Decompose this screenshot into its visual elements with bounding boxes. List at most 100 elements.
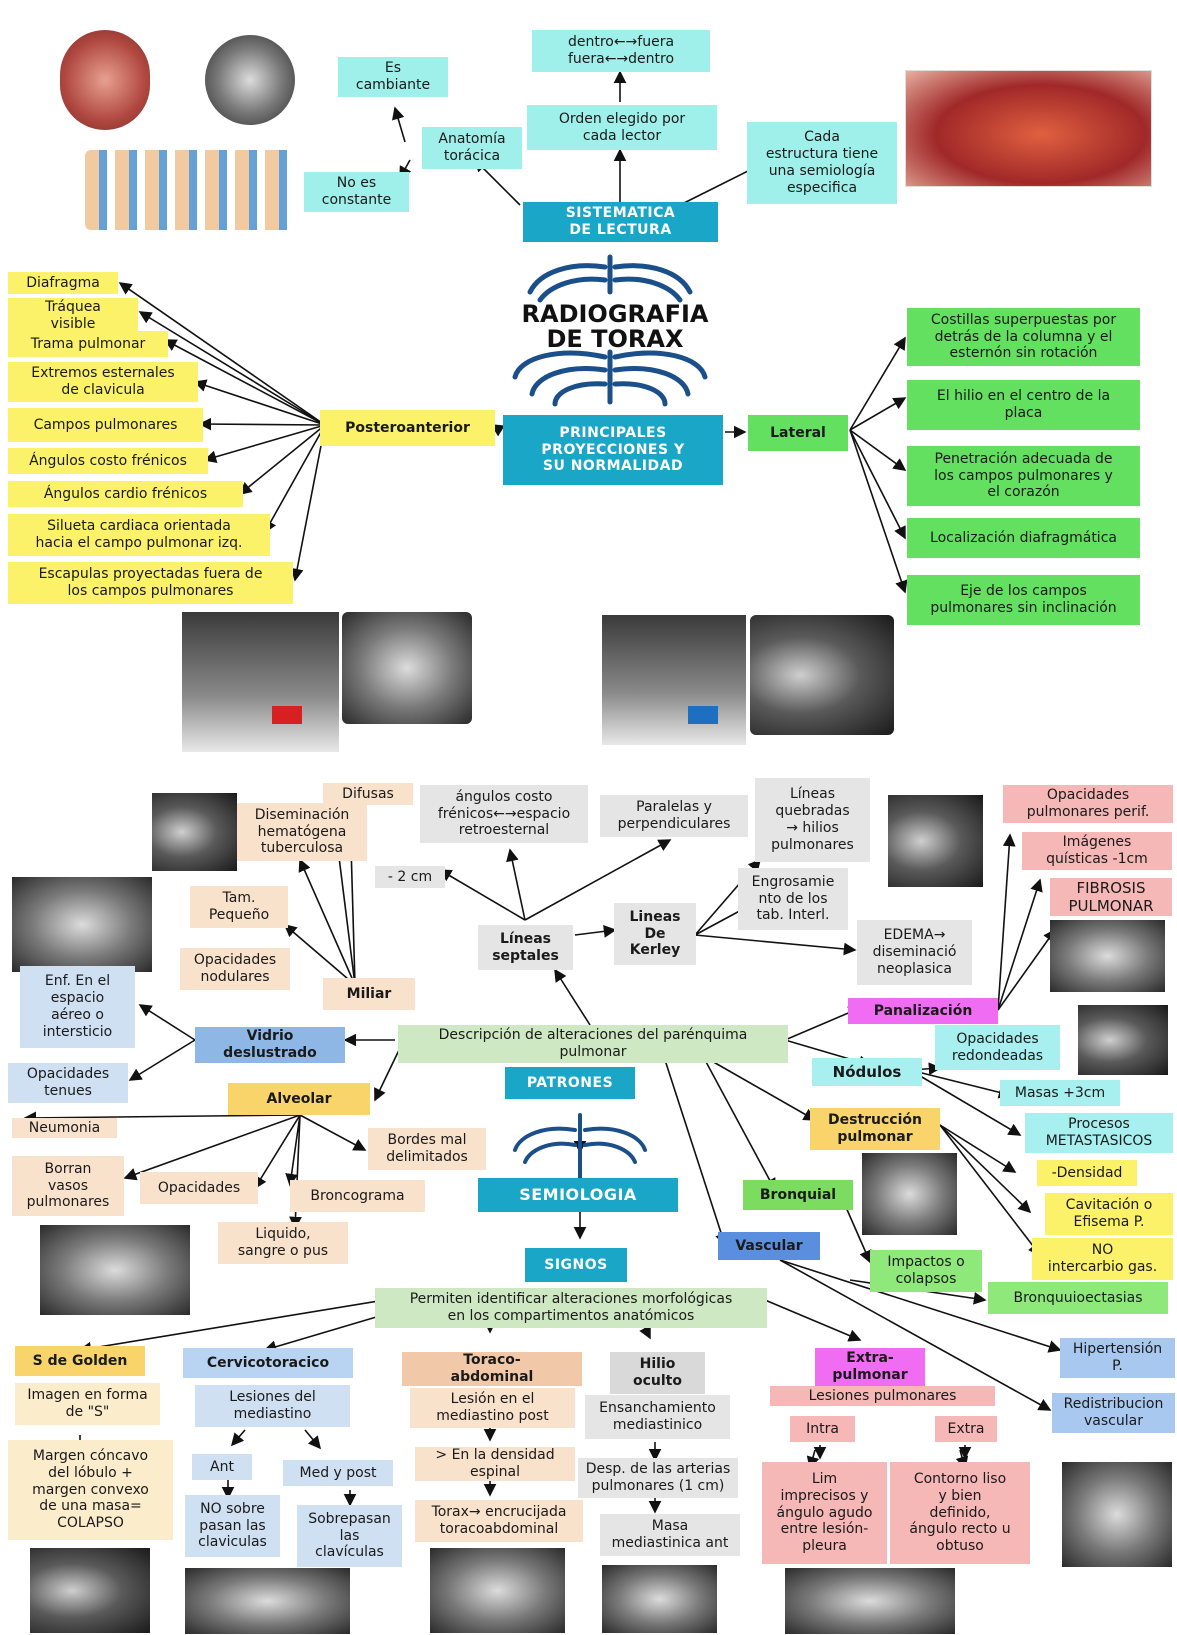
lineas-kerley-box: Lineas De Kerley: [614, 903, 696, 965]
nodulos-box: Nódulos: [812, 1058, 922, 1086]
liquido-box: Liquido, sangre o pus: [218, 1222, 348, 1264]
dest-item: Cavitación o Efisema P.: [1045, 1193, 1173, 1235]
pa-item: Escapulas proyectadas fuera de los campo…: [8, 562, 293, 604]
anatomia-toracica-box: Anatomía torácica: [422, 127, 522, 169]
pa-item: Ángulos costo frénicos: [8, 448, 208, 474]
hilio-xray: [602, 1565, 717, 1633]
orden-elegido-box: Orden elegido por cada lector: [527, 105, 717, 150]
cervico-no-sobre-box: NO sobre pasan las claviculas: [185, 1495, 280, 1557]
pa-item: Silueta cardiaca orientada hacia el camp…: [8, 514, 270, 556]
patrones-center-box: Descripción de alteraciones del parénqui…: [398, 1025, 788, 1063]
lateral-item: Costillas superpuestas por detrás de la …: [907, 308, 1140, 366]
cervico-med-box: Med y post: [283, 1460, 393, 1486]
principales-proyecciones-box: PRINCIPALES PROYECCIONES Y SU NORMALIDAD: [503, 415, 723, 485]
cervico-sobrepasan-box: Sobrepasan las clavículas: [297, 1505, 402, 1567]
golden-item: Imagen en forma de "S": [15, 1383, 160, 1425]
kerley-xray: [888, 795, 983, 887]
lateral-item: Eje de los campos pulmonares sin inclina…: [907, 575, 1140, 625]
extra-intra-box: Intra: [790, 1416, 855, 1442]
bronquiectasias-box: Bronquuioectasias: [988, 1282, 1168, 1314]
pa-item: Extremos esternales de clavicula: [8, 362, 198, 402]
neumonia-box: Neumonia: [12, 1118, 117, 1138]
lateral-item: Localización diafragmática: [907, 518, 1140, 558]
semiologia-label: SEMIOLOGIA: [478, 1178, 678, 1212]
lesiones-pulmonares-box: Lesiones pulmonares: [770, 1386, 995, 1406]
extra-pulmonar-box: Extra- pulmonar: [815, 1348, 925, 1386]
tam-pequeno-box: Tam. Pequeño: [190, 886, 288, 928]
hilio-oculto-box: Hilio oculto: [610, 1352, 705, 1394]
pa-item: Trama pulmonar: [8, 331, 168, 357]
opacidades-tenues-box: Opacidades tenues: [8, 1063, 128, 1103]
toraco-item: Torax→ encrucijada toracoabdominal: [415, 1500, 583, 1542]
cervico-lesiones-box: Lesiones del mediastino: [195, 1385, 350, 1427]
dentro-fuera-box: dentro←→fuera fuera←→dentro: [532, 30, 710, 72]
extra-lim-box: Lim imprecisos y ángulo agudo entre lesi…: [762, 1462, 887, 1564]
pa-patient-photo: [182, 612, 339, 752]
pan-item: FIBROSIS PULMONAR: [1050, 878, 1172, 916]
redistribucion-box: Redistribucion vascular: [1052, 1393, 1175, 1433]
difusas-box: Difusas: [323, 783, 413, 805]
toraco-xray: [430, 1548, 565, 1633]
signos-center-box: Permiten identificar alteraciones morfol…: [375, 1288, 767, 1328]
miliar-xray: [152, 793, 237, 871]
cervico-xray: [185, 1568, 350, 1634]
toraco-item: > En la densidad espinal: [415, 1447, 575, 1481]
hipertension-box: Hipertensión P.: [1060, 1338, 1175, 1378]
pan-item: Imágenes quísticas -1cm: [1022, 832, 1172, 870]
lateral-item: El hilio en el centro de la placa: [907, 380, 1140, 430]
red-marker: [272, 706, 302, 724]
cervico-ant-box: Ant: [192, 1454, 252, 1480]
cada-estructura-box: Cada estructura tiene una semiología esp…: [747, 122, 897, 204]
dest-item: -Densidad: [1037, 1160, 1137, 1186]
heart-anatomy-illustration: [905, 70, 1152, 187]
lateral-chest-xray: [750, 615, 894, 735]
vidrio-deslustrado-box: Vidrio deslustrado: [195, 1027, 345, 1063]
opacidades-alveolar-box: Opacidades: [140, 1172, 258, 1204]
nodulos-xray: [1078, 1005, 1168, 1075]
pa-item: Campos pulmonares: [8, 408, 203, 442]
paralelas-box: Paralelas y perpendiculares: [600, 795, 748, 837]
no-constante-box: No es constante: [304, 172, 409, 212]
lateral-item: Penetración adecuada de los campos pulmo…: [907, 446, 1140, 506]
pan-item: Opacidades pulmonares perif.: [1003, 785, 1173, 823]
fibrosis-xray: [1050, 920, 1165, 992]
bronquial-box: Bronquial: [743, 1180, 853, 1210]
broncograma-box: Broncograma: [290, 1180, 425, 1212]
destruccion-xray: [862, 1153, 957, 1235]
menos-2cm-box: - 2 cm: [375, 866, 445, 888]
nod-item: Masas +3cm: [1000, 1080, 1120, 1106]
golden-xray: [30, 1548, 150, 1633]
signos-label: SIGNOS: [525, 1248, 627, 1282]
hilio-item: Ensanchamiento mediastinico: [585, 1395, 730, 1439]
pa-item: Diafragma: [8, 272, 118, 294]
hilio-item: Desp. de las arterias pulmonares (1 cm): [578, 1458, 738, 1498]
alveolar-box: Alveolar: [228, 1083, 370, 1115]
posteroanterior-box: Posteroanterior: [320, 410, 495, 446]
lineas-quebradas-box: Líneas quebradas → hilios pulmonares: [755, 778, 870, 862]
bordes-mal-box: Bordes mal delimitados: [368, 1128, 486, 1170]
vascular-xray: [1062, 1462, 1172, 1567]
chest-xray-thumb-top: [205, 35, 295, 125]
destruccion-box: Destrucción pulmonar: [810, 1108, 940, 1150]
engrosamiento-box: Engrosamie nto de los tab. Interl.: [738, 868, 848, 930]
nod-item: Procesos METASTASICOS: [1025, 1113, 1173, 1153]
extra-xray: [785, 1568, 955, 1634]
pa-item: Ángulos cardio frénicos: [8, 481, 243, 507]
panalizacion-box: Panalización: [848, 998, 998, 1024]
blue-marker: [688, 706, 718, 724]
s-golden-box: S de Golden: [15, 1346, 145, 1376]
angulos-costo-box: ángulos costo frénicos←→espacio retroest…: [420, 785, 588, 843]
opacidades-nodulares-box: Opacidades nodulares: [180, 948, 290, 990]
miliar-box: Miliar: [323, 978, 415, 1010]
lateral-box: Lateral: [748, 415, 848, 451]
alveolar-xray: [40, 1225, 190, 1315]
pa-chest-xray: [342, 612, 472, 724]
golden-item: Margen cóncavo del lóbulo + margen conve…: [8, 1440, 173, 1540]
enf-espacio-box: Enf. En el espacio aéreo o intersticio: [20, 966, 135, 1048]
cervicotoracico-box: Cervicotoracico: [183, 1348, 353, 1378]
vidrio-xray: [12, 877, 152, 972]
borran-vasos-box: Borran vasos pulmonares: [12, 1156, 124, 1216]
es-cambiante-box: Es cambiante: [338, 57, 448, 97]
lineas-septales-box: Líneas septales: [478, 925, 573, 970]
diseminacion-box: Diseminación hematógena tuberculosa: [237, 803, 367, 861]
